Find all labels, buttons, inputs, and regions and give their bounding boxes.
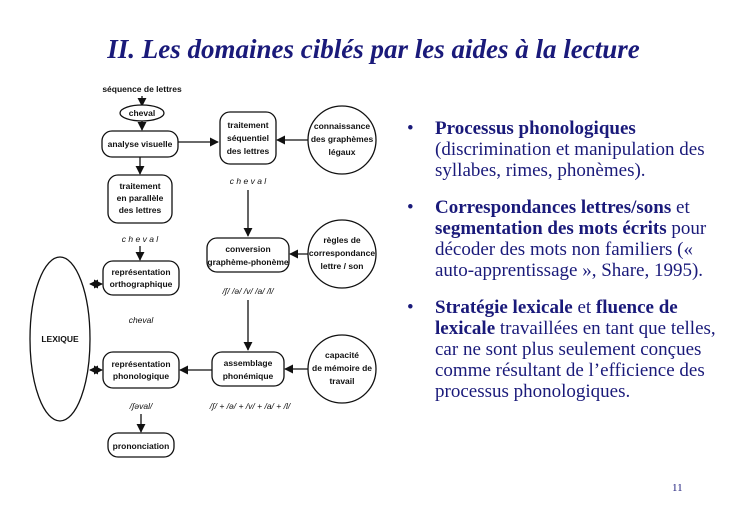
label-cheval-italic: cheval [129,315,155,325]
svg-text:traitement: traitement [119,181,160,191]
svg-text:prononciation: prononciation [113,441,170,451]
svg-text:phonologique: phonologique [113,371,169,381]
bullet-3-part-3: fluence de lexicale [435,297,678,339]
svg-text:traitement: traitement [227,120,268,130]
slide-title: II. Les domaines ciblés par les aides à … [107,34,640,64]
svg-text:cheval: cheval [129,108,155,118]
svg-text:conversion: conversion [225,244,270,254]
svg-text:correspondance: correspondance [309,248,375,258]
bullet-2-part-1: Correspondances lettres/sons [435,197,672,218]
node-representation-orthographique [102,260,180,296]
node-lexique [29,256,91,422]
node-conversion [206,237,290,273]
bullet-item: Correspondances lettres/sons et segmenta… [405,197,735,281]
node-traitement-parallele [107,174,173,224]
svg-text:représentation: représentation [111,359,170,369]
svg-text:légaux: légaux [329,147,356,157]
bullet-3-part-1: Stratégie lexicale [435,297,573,318]
svg-text:analyse visuelle: analyse visuelle [108,139,173,149]
svg-text:travail: travail [329,376,354,386]
bullet-3-part-2: et [572,297,596,318]
reading-model-diagram: séquence de lettres cheval analyse visue… [29,84,377,458]
svg-text:règles de: règles de [323,235,361,245]
page-number: 11 [672,482,683,494]
label-phonemes-sum: /ʃ/ + /ə/ + /v/ + /a/ + /l/ [209,401,292,411]
svg-text:représentation: représentation [111,267,170,277]
node-prononciation [107,432,175,458]
svg-text:phonémique: phonémique [223,371,274,381]
svg-text:des lettres: des lettres [227,146,270,156]
svg-text:lettre / son: lettre / son [321,261,364,271]
svg-text:capacité: capacité [325,350,359,360]
bullet-1-part-2: (discrimination et manipulation des syll… [435,139,705,181]
svg-text:des lettres: des lettres [119,205,162,215]
bullet-2-part-3: segmentation des mots écrits [435,218,667,239]
bullet-item: Processus phonologiques (discrimination … [405,118,735,181]
svg-text:en parallèle: en parallèle [117,193,164,203]
svg-text:graphème-phonème: graphème-phonème [207,257,289,267]
label-sequence-lettres: séquence de lettres [102,84,182,94]
svg-text:assemblage: assemblage [224,358,273,368]
bullet-item: Stratégie lexicale et fluence de lexical… [405,297,735,402]
svg-text:des graphèmes: des graphèmes [311,134,374,144]
svg-text:séquentiel: séquentiel [227,133,269,143]
bullet-3-part-4: travaillées en tant que telles, car ne s… [435,318,716,402]
svg-text:orthographique: orthographique [110,279,173,289]
label-phonemes-list: /ʃ/ /ə/ /v/ /a/ /l/ [221,286,275,296]
svg-text:de mémoire de: de mémoire de [312,363,372,373]
bullet-1-part-1: Processus phonologiques [435,118,636,139]
bullet-2-part-2: et [671,197,690,218]
bullet-list: Processus phonologiques (discrimination … [405,118,735,418]
node-traitement-sequentiel [219,111,277,165]
label-cheval-spaced-2: c h e v a l [230,176,267,186]
node-representation-phonologique [102,351,180,389]
bullet-2-part-4: pour décoder des mots non familiers (« a… [435,218,707,281]
node-assemblage [211,351,285,387]
label-phono-whole: /ʃəval/ [129,401,154,411]
label-cheval-spaced-1: c h e v a l [122,234,159,244]
svg-text:connaissance: connaissance [314,121,370,131]
svg-text:LEXIQUE: LEXIQUE [41,334,79,344]
